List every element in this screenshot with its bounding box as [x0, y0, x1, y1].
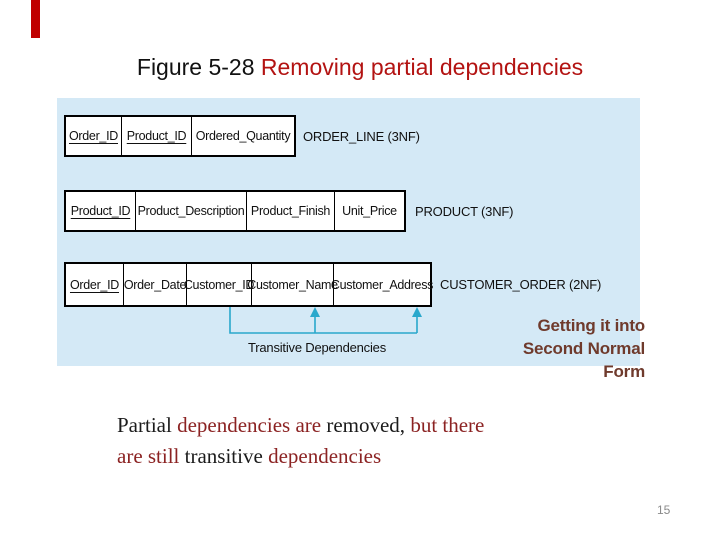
caption-line-1: Partial dependencies are removed, but th…	[117, 410, 617, 441]
title-highlight: Removing partial dependencies	[260, 54, 584, 80]
second-normal-form-note: Getting it into Second Normal Form	[522, 316, 645, 381]
page-number: 15	[657, 503, 671, 517]
arrowhead-customer-address	[412, 307, 422, 317]
column-order_date: Order_Date	[124, 264, 187, 305]
title-figure-number: Figure 5-28	[136, 54, 261, 80]
table-label-order-line: ORDER_LINE (3NF)	[303, 129, 420, 144]
column-unit_price: Unit_Price	[342, 204, 397, 218]
table-label-product: PRODUCT (3NF)	[415, 204, 514, 219]
caption-segment: dependencies	[268, 444, 382, 468]
column-customer_id: Customer_ID	[184, 264, 254, 305]
column-customer_name: Customer_Name	[247, 264, 338, 305]
caption-segment: transitive	[184, 444, 269, 468]
column-customer_address: Customer_Address	[330, 277, 434, 292]
caption-segment: are still	[117, 444, 185, 468]
caption-text: Partial dependencies are removed, but th…	[117, 410, 617, 472]
column-ordered_quantity: Ordered_Quantity	[195, 129, 291, 143]
caption-segment: dependencies are	[177, 413, 327, 437]
arrowhead-customer-name	[310, 307, 320, 317]
caption-segment: but there	[410, 413, 485, 437]
column-order_id: Order_ID	[66, 264, 124, 305]
caption-line-2: are still transitive dependencies	[117, 441, 617, 472]
slide-title: Figure 5-28 Removing partial dependencie…	[0, 54, 720, 81]
transitive-dependencies-label: Transitive Dependencies	[248, 340, 386, 355]
column-order_id: Order_ID	[66, 117, 122, 155]
caption-segment: Partial	[117, 413, 178, 437]
column-product_finish: Product_Finish	[247, 192, 335, 230]
caption-segment: removed,	[326, 413, 411, 437]
slide-accent-bar	[31, 0, 40, 38]
table-label-customer-order: CUSTOMER_ORDER (2NF)	[440, 277, 602, 292]
column-product_id: Product_ID	[66, 192, 136, 230]
column-product_id: Product_ID	[122, 117, 192, 155]
column-product_description: Product_Description	[136, 192, 247, 230]
